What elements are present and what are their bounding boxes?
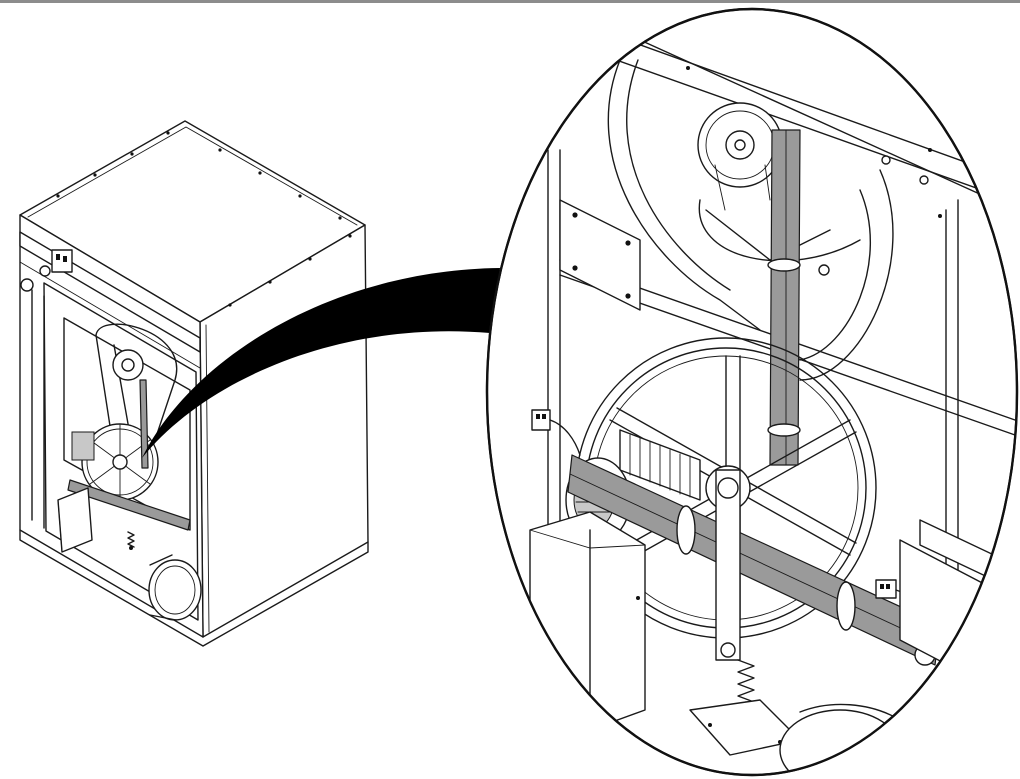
control-box-detail — [529, 511, 646, 731]
sensor-connector-left — [531, 409, 581, 456]
callout-pointer — [142, 268, 500, 458]
detail-content — [529, 24, 1016, 775]
tension-arm — [567, 454, 941, 666]
motor-pulley-small — [697, 102, 783, 211]
control-box — [57, 487, 93, 553]
machine-drive-assembly — [57, 317, 202, 621]
exhaust-duct — [148, 559, 202, 621]
